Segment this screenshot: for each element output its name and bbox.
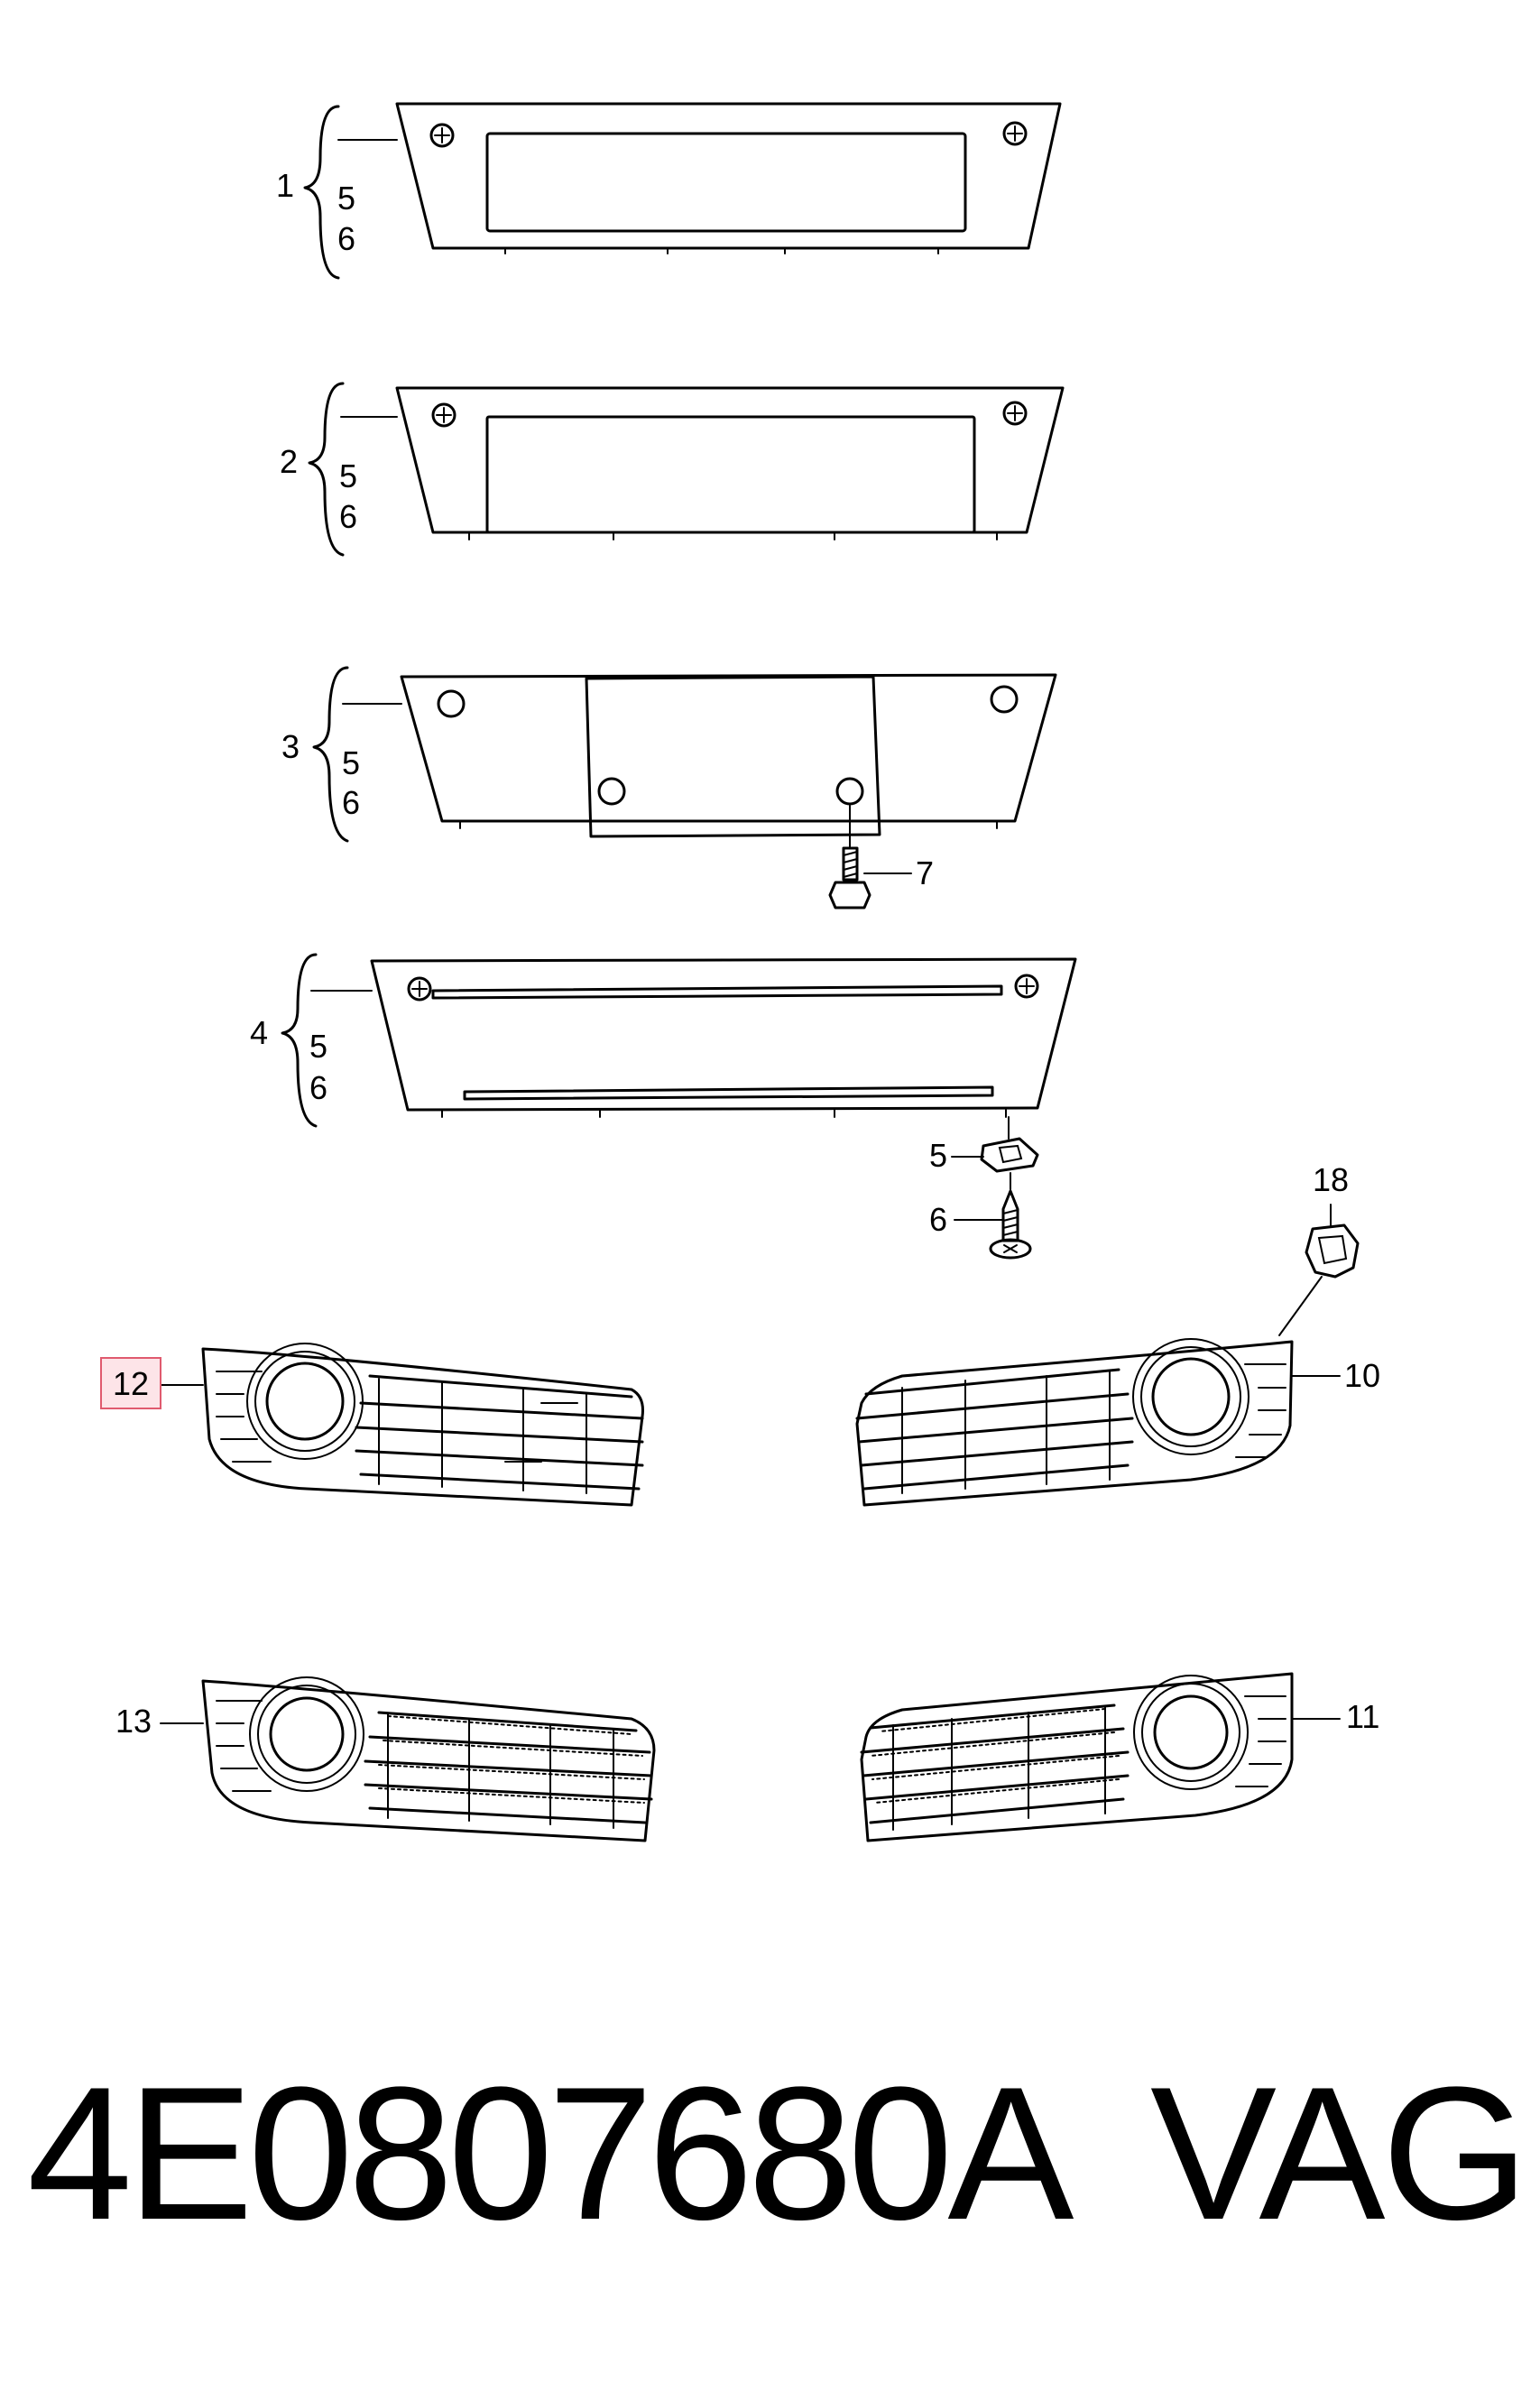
screw-icon: [1002, 401, 1028, 426]
callout-3-6: 6: [342, 784, 360, 821]
callout-3: 3: [281, 728, 300, 765]
screw-icon: [1002, 121, 1028, 146]
callout-10: 10: [1344, 1357, 1380, 1394]
brand-name: VAG: [1150, 2047, 1529, 2259]
screw-icon: [407, 976, 432, 1002]
bolt-icon: [828, 805, 912, 909]
callout-1: 1: [276, 167, 294, 204]
retaining-clip-icon: [1278, 1204, 1360, 1336]
callout-4-5: 5: [309, 1028, 327, 1065]
callout-2: 2: [280, 443, 298, 480]
callout-4-6: 6: [309, 1069, 327, 1106]
clip-nut-icon: [951, 1116, 1039, 1173]
callout-1-6: 6: [337, 220, 355, 257]
screw-icon: [431, 402, 456, 428]
fog-light-grille-13: [160, 1676, 656, 1842]
license-plate-trim-1: [303, 102, 1062, 280]
screw-icon: [954, 1172, 1032, 1260]
trim-strip-4: [281, 953, 1077, 1128]
fog-light-grille-12: [157, 1343, 644, 1507]
callout-4: 4: [250, 1014, 268, 1051]
callout-18: 18: [1313, 1161, 1349, 1198]
license-plate-bracket-3: [312, 666, 1057, 909]
fog-light-grille-10: [855, 1338, 1341, 1507]
license-plate-trim-2: [308, 382, 1065, 557]
callout-11: 11: [1346, 1698, 1379, 1735]
callout-12: 12: [113, 1365, 149, 1402]
part-number: 4E0807680A: [27, 2047, 1074, 2259]
fog-light-grille-11: [860, 1672, 1341, 1842]
callout-6: 6: [929, 1201, 947, 1238]
callout-13: 13: [115, 1703, 152, 1740]
screw-icon: [1014, 974, 1039, 999]
callout-2-5: 5: [339, 457, 357, 494]
callout-5: 5: [929, 1137, 947, 1174]
callout-2-6: 6: [339, 498, 357, 535]
callout-3-5: 5: [342, 744, 360, 781]
callout-1-5: 5: [337, 180, 355, 217]
callout-7: 7: [916, 854, 934, 891]
screw-icon: [429, 123, 455, 148]
callout-12-highlight: [100, 1357, 161, 1409]
